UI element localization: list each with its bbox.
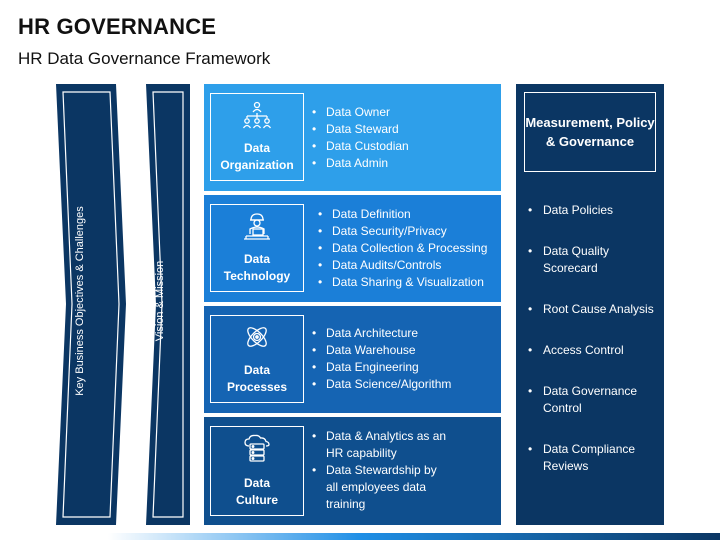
- governance-list: Data Policies Data Quality Scorecard Roo…: [528, 202, 660, 499]
- list-item: Data Science/Algorithm: [312, 376, 451, 393]
- list-item: Data Policies: [528, 202, 660, 219]
- list-item: Data Compliance Reviews: [528, 441, 660, 475]
- row-data-technology: Data Technology Data Definition Data Sec…: [204, 195, 501, 302]
- list-item: Data Stewardship by all employees data t…: [312, 462, 452, 513]
- list-item: Data Audits/Controls: [318, 257, 487, 274]
- list-item: Data Sharing & Visualization: [318, 274, 487, 291]
- cloud-server-icon: [242, 434, 272, 475]
- row-data-organization: Data Organization Data Owner Data Stewar…: [204, 84, 501, 191]
- bullet-list: Data & Analytics as an HR capability Dat…: [312, 428, 452, 513]
- list-item: Data Owner: [312, 104, 409, 121]
- label-box-technology: Data Technology: [210, 204, 304, 292]
- label-line-2: Technology: [223, 269, 291, 283]
- label-line-2: Organization: [220, 158, 294, 172]
- chevron-1: [56, 84, 126, 525]
- page-subtitle: HR Data Governance Framework: [18, 49, 271, 68]
- list-item: Access Control: [528, 342, 660, 359]
- list-item: Data Admin: [312, 155, 409, 172]
- list-item: Data Quality Scorecard: [528, 243, 660, 277]
- label-line-1: Data: [243, 476, 270, 490]
- page-title: HR GOVERNANCE: [18, 14, 217, 39]
- chevron-2-label: Vision & Mission: [154, 260, 166, 342]
- list-item: Data Security/Privacy: [318, 223, 487, 240]
- atom-gear-icon: [242, 323, 272, 362]
- list-item: Data Steward: [312, 121, 409, 138]
- label-line-2: Processes: [226, 380, 288, 394]
- list-item: Root Cause Analysis: [528, 301, 660, 318]
- list-item: Data Custodian: [312, 138, 409, 155]
- list-item: Data & Analytics as an HR capability: [312, 428, 452, 462]
- list-item: Data Collection & Processing: [318, 240, 487, 257]
- label-box-culture: Data Culture: [210, 426, 304, 516]
- row-data-culture: Data Culture Data & Analytics as an HR c…: [204, 417, 501, 525]
- label-line-1: Data: [243, 363, 270, 377]
- label-box-organization: Data Organization: [210, 93, 304, 181]
- list-item: Data Engineering: [312, 359, 451, 376]
- label-line-2: Culture: [236, 493, 278, 507]
- label-box-processes: Data Processes: [210, 315, 304, 403]
- row-data-processes: Data Processes Data Architecture Data Wa…: [204, 306, 501, 413]
- chevron-2-outline: [152, 91, 184, 518]
- bottom-accent-bar: [0, 533, 720, 540]
- list-item: Data Architecture: [312, 325, 451, 342]
- label-line-1: Data: [243, 141, 270, 155]
- org-chart-icon: [242, 101, 272, 140]
- label-line-1: Data: [243, 252, 270, 266]
- bullet-list: Data Architecture Data Warehouse Data En…: [312, 325, 451, 393]
- list-item: Data Definition: [318, 206, 487, 223]
- list-item: Data Governance Control: [528, 383, 660, 417]
- chevron-shapes: [56, 84, 190, 525]
- bullet-list: Data Definition Data Security/Privacy Da…: [318, 206, 487, 291]
- governance-title: Measurement, Policy & Governance: [524, 92, 656, 172]
- bullet-list: Data Owner Data Steward Data Custodian D…: [312, 104, 409, 172]
- list-item: Data Warehouse: [312, 342, 451, 359]
- chevron-1-outline: [62, 91, 120, 518]
- chevron-1-label: Key Business Objectives & Challenges: [74, 206, 86, 396]
- engineer-laptop-icon: [242, 212, 272, 251]
- governance-panel: Measurement, Policy & Governance Data Po…: [516, 84, 664, 525]
